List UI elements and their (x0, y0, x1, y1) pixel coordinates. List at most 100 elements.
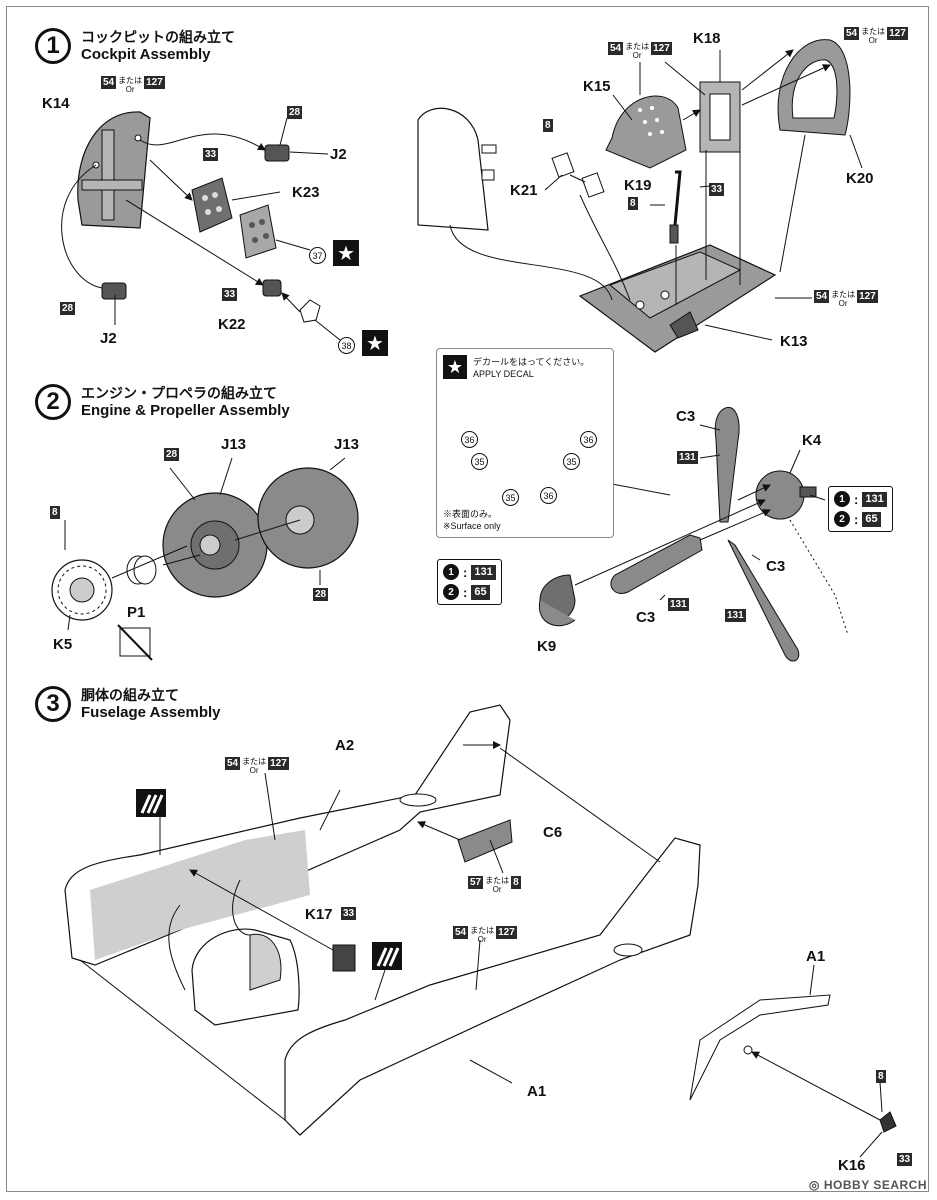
or-jp-label: または (242, 757, 267, 766)
or-en-label: Or (492, 885, 502, 894)
color-code-127: 127 (857, 290, 878, 303)
decal-number-36: 36 (461, 431, 478, 448)
color-code-54: 54 (225, 757, 241, 770)
color-code-54: 54 (453, 926, 469, 939)
step-2-number: 2 (35, 384, 71, 420)
semi-gloss-icon (372, 942, 402, 970)
paint-option-number: 1 (443, 564, 459, 580)
part-label-c3-middle: C3 (636, 609, 656, 626)
color-code-127: 127 (887, 27, 908, 40)
k20-armor-drawing (777, 39, 851, 136)
part-label-p1: P1 (127, 604, 146, 621)
color-code-28-j2: 28 (287, 106, 303, 119)
cockpit-subassembly-drawing (191, 928, 300, 1026)
decal-number-35: 35 (563, 453, 580, 470)
color-code-131-c3-middle: 131 (668, 598, 689, 611)
color-code-8-k16: 8 (876, 1070, 886, 1083)
decal-number-35: 35 (502, 489, 519, 506)
decal-panel-jp: デカールをはってください。 (473, 357, 590, 367)
part-label-a1-main: A1 (527, 1083, 547, 1100)
paint-option-row: 1 : 131 (834, 491, 887, 507)
color-code-28-j13-rear: 28 (313, 588, 329, 601)
step2-left-lines (64, 457, 346, 631)
paint-option-row: 1 : 131 (443, 564, 496, 580)
c3-blade-upper-drawing (714, 407, 740, 523)
part-label-k18: K18 (693, 30, 721, 47)
c3-blade-middle-drawing (610, 534, 703, 594)
step-1-heading: 1 コックピットの組み立て Cockpit Assembly (35, 28, 235, 64)
or-en-label: Or (838, 299, 848, 308)
step3-lines (79, 741, 883, 1158)
j13-engine-front-drawing (162, 492, 268, 598)
part-label-k4: K4 (802, 432, 822, 449)
color-code-57: 57 (468, 876, 484, 889)
part-label-a1-detail: A1 (806, 948, 826, 965)
color-code-33-k17: 33 (341, 907, 357, 920)
color-code-28-j13: 28 (164, 448, 180, 461)
paint-option-code: 65 (471, 584, 490, 600)
k23-instrument-panel-drawing (191, 177, 277, 259)
color-code-28-j2-lower: 28 (60, 302, 76, 315)
color-code-33-k22: 33 (222, 288, 238, 301)
a1-fuselage-half-drawing (284, 837, 701, 1136)
part-label-j13-front: J13 (221, 436, 247, 453)
color-code-8-k21: 8 (543, 119, 553, 132)
color-code-54: 54 (844, 27, 860, 40)
step1-right-lines (449, 49, 863, 341)
color-code-8-k19: 8 (628, 197, 638, 210)
paint-option-number: 2 (834, 511, 850, 527)
or-en-label: Or (249, 766, 259, 775)
k21-pedals-drawing (551, 152, 605, 198)
color-code-127: 127 (144, 76, 165, 89)
apply-decal-star-icon: ★ (333, 240, 359, 266)
watermark-text: HOBBY SEARCH (823, 1178, 927, 1192)
color-code-8: 8 (511, 876, 521, 889)
paint-option-number: 1 (834, 491, 850, 507)
step-1-number: 1 (35, 28, 71, 64)
k15-seat-drawing (605, 95, 687, 169)
color-code-8-k5: 8 (50, 506, 60, 519)
color-code-33-k19: 33 (709, 183, 725, 196)
part-label-k20: K20 (846, 170, 874, 187)
or-jp-label: または (118, 76, 143, 85)
step-2-heading: 2 エンジン・プロペラの組み立て Engine & Propeller Asse… (35, 384, 290, 420)
decal-number-38: 38 (338, 337, 355, 354)
part-label-k17: K17 (305, 906, 333, 923)
paint-options-k4: 1 : 131 2 : 65 (828, 486, 893, 532)
step-3-number: 3 (35, 686, 71, 722)
p1-part-drawing (117, 555, 157, 661)
k4-hub-drawing (755, 470, 849, 636)
decal-panel-en: APPLY DECAL (473, 369, 534, 379)
or-jp-label: または (470, 926, 495, 935)
paint-options-k9: 1 : 131 2 : 65 (437, 559, 502, 605)
color-code-127: 127 (268, 757, 289, 770)
j2-parts-drawing (101, 144, 321, 323)
step1-left-lines (61, 117, 341, 341)
decal-number-35: 35 (471, 453, 488, 470)
part-label-k14: K14 (42, 95, 70, 112)
step-3-title-en: Fuselage Assembly (81, 703, 221, 721)
part-label-k19: K19 (624, 177, 652, 194)
c3-blade-lower-drawing (727, 539, 800, 662)
color-code-54: 54 (608, 42, 624, 55)
semi-gloss-icon (136, 789, 166, 817)
part-label-k9: K9 (537, 638, 557, 655)
paint-option-row: 2 : 65 (834, 511, 887, 527)
k14-bulkhead-drawing (77, 111, 151, 229)
or-en-label: Or (125, 85, 135, 94)
rear-bulkhead-drawing (417, 107, 497, 231)
part-label-k5: K5 (53, 636, 73, 653)
k9-spinner-drawing (538, 574, 576, 627)
step2-right-lines (574, 424, 826, 601)
part-label-k23: K23 (292, 184, 320, 201)
part-label-c3-upper: C3 (676, 408, 696, 425)
part-label-k16: K16 (838, 1157, 866, 1174)
color-code-54: 54 (101, 76, 117, 89)
decal-number-36: 36 (580, 431, 597, 448)
color-code-131-c3-upper: 131 (677, 451, 698, 464)
